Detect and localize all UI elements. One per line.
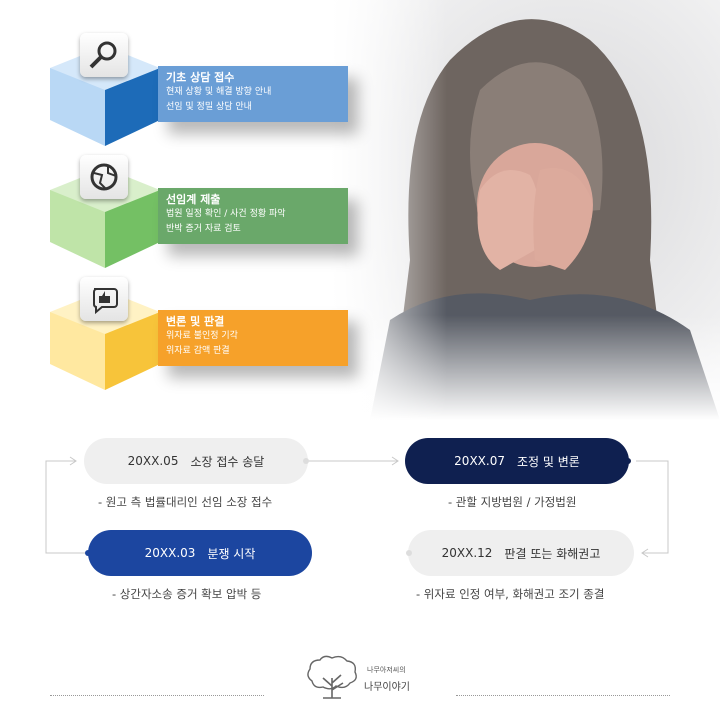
timeline-item-1: 20XX.05 소장 접수 송달 — [84, 438, 308, 484]
timeline-label: 조정 및 변론 — [516, 454, 580, 469]
process-step-3: 변론 및 판결 위자료 불인정 기각 위자료 감액 판결 — [50, 272, 355, 390]
timeline-label: 소장 접수 송달 — [190, 454, 265, 469]
footer-divider-right — [456, 695, 670, 696]
step-title: 선임계 제출 — [166, 193, 221, 206]
step-title: 변론 및 판결 — [166, 315, 225, 328]
step-desc-2: 위자료 감액 판결 — [166, 346, 230, 356]
timeline-date: 20XX.05 — [127, 454, 179, 468]
timeline-item-4: 20XX.12 판결 또는 화해권고 — [408, 530, 634, 576]
timeline-dot — [85, 550, 91, 556]
timeline-dot — [303, 458, 309, 464]
step-banner: 선임계 제출 법원 일정 확인 / 사건 정황 파악 반박 증거 자료 검토 — [158, 188, 348, 244]
step-title: 기초 상담 접수 — [166, 71, 235, 84]
timeline-dot — [406, 550, 412, 556]
step-desc-1: 현재 상황 및 해결 방향 안내 — [166, 87, 272, 97]
timeline-dot — [625, 458, 631, 464]
timeline-date: 20XX.03 — [144, 546, 196, 560]
hero-photo — [330, 0, 720, 420]
cube-graphic — [50, 168, 160, 268]
footer-divider-left — [50, 695, 264, 696]
cube-graphic — [50, 290, 160, 390]
timeline-date: 20XX.07 — [454, 454, 505, 468]
timeline-note-1: - 원고 측 법률대리인 선임 소장 접수 — [98, 495, 273, 509]
tree-icon — [307, 655, 357, 699]
magnifier-gear-icon — [80, 33, 128, 77]
timeline-date: 20XX.12 — [441, 546, 493, 560]
timeline-note-4: - 위자료 인정 여부, 화해권고 조기 종결 — [416, 587, 605, 601]
step-banner: 기초 상담 접수 현재 상황 및 해결 방향 안내 선임 및 정밀 상담 안내 — [158, 66, 348, 122]
timeline-item-3: 20XX.03 분쟁 시작 — [88, 530, 312, 576]
logo-brand: 나무이야기 — [364, 682, 410, 693]
timeline-connectors — [45, 456, 669, 558]
step-desc-1: 위자료 불인정 기각 — [166, 331, 238, 341]
globe-icon — [80, 155, 128, 199]
timeline-note-3: - 상간자소송 증거 확보 압박 등 — [112, 587, 262, 601]
thumbs-up-icon — [80, 277, 128, 321]
timeline-note-2: - 관할 지방법원 / 가정법원 — [448, 495, 577, 509]
step-desc-1: 법원 일정 확인 / 사건 정황 파악 — [166, 209, 286, 219]
process-step-2: 선임계 제출 법원 일정 확인 / 사건 정황 파악 반박 증거 자료 검토 — [50, 150, 355, 268]
timeline-label: 판결 또는 화해권고 — [504, 546, 601, 561]
logo-subtitle: 나무아저씨의 — [367, 666, 406, 674]
step-banner: 변론 및 판결 위자료 불인정 기각 위자료 감액 판결 — [158, 310, 348, 366]
process-step-1: 기초 상담 접수 현재 상황 및 해결 방향 안내 선임 및 정밀 상담 안내 — [50, 28, 355, 146]
timeline-label: 분쟁 시작 — [207, 546, 256, 561]
step-desc-2: 반박 증거 자료 검토 — [166, 224, 241, 234]
step-desc-2: 선임 및 정밀 상담 안내 — [166, 102, 252, 112]
timeline-item-2: 20XX.07 조정 및 변론 — [405, 438, 629, 484]
